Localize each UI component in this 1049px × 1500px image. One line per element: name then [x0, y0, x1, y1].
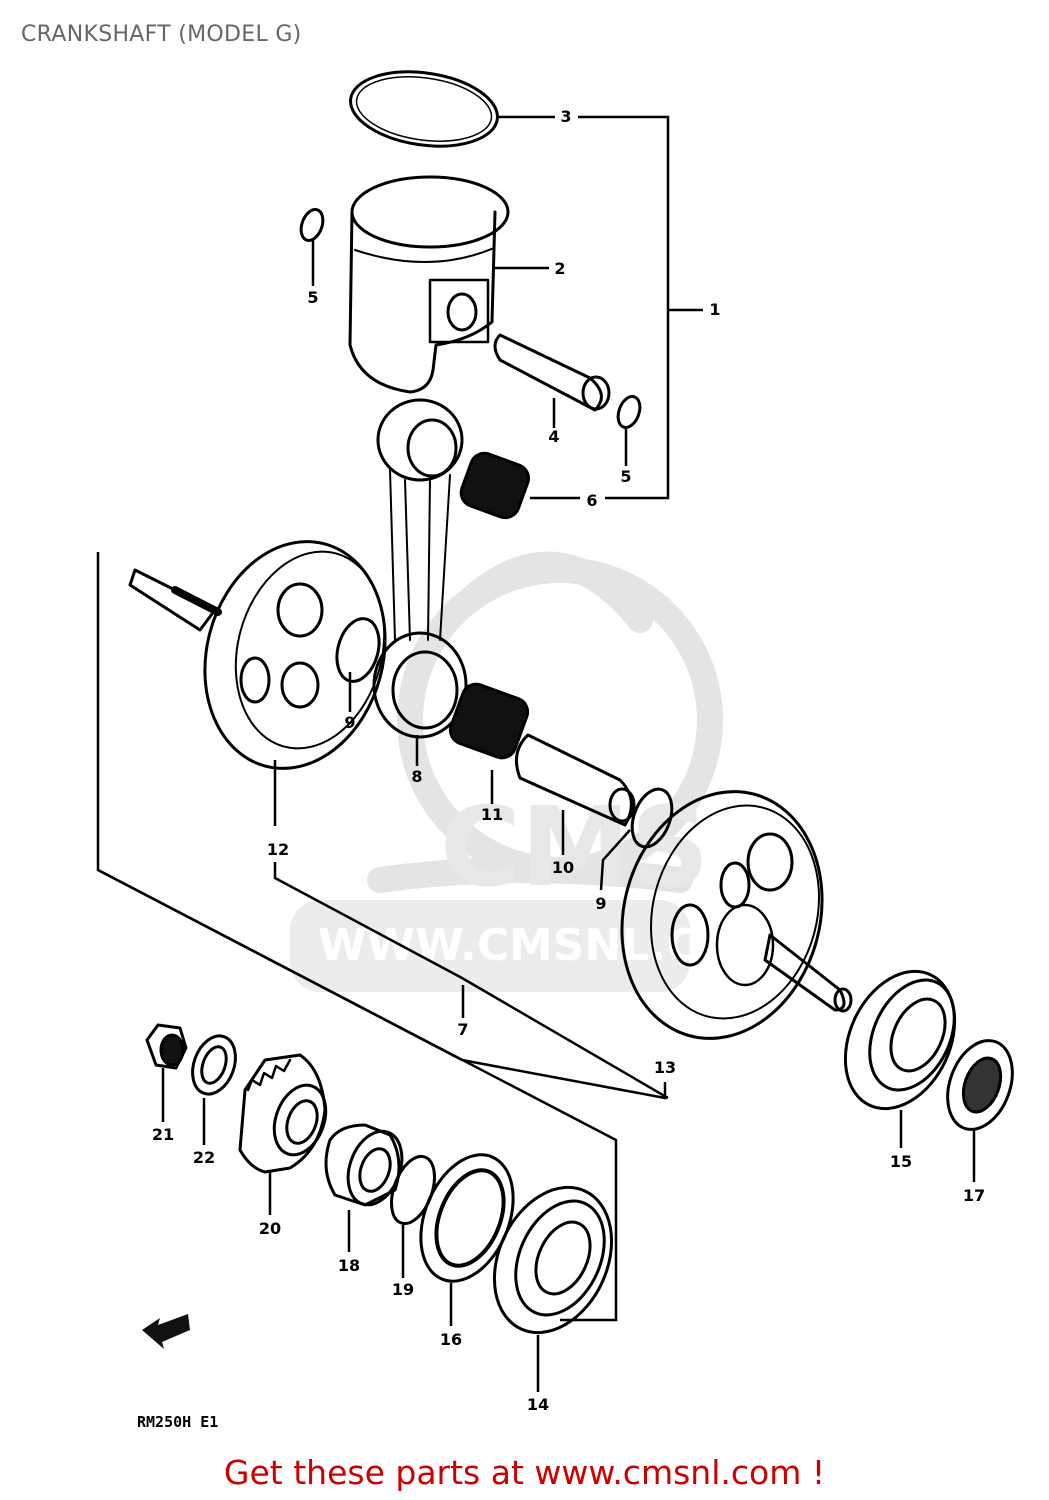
watermark-logo	[367, 551, 723, 893]
cta-banner: Get these parts at www.cmsnl.com !	[0, 1453, 1049, 1492]
piston	[348, 175, 510, 394]
part-ref-13[interactable]: 13	[653, 1058, 677, 1077]
part-ref-8[interactable]: 8	[411, 767, 423, 786]
part-ref-6[interactable]: 6	[586, 491, 598, 510]
part-ref-19[interactable]: 19	[391, 1280, 415, 1299]
oil-seal-right	[946, 1039, 1014, 1131]
small-end-bearing	[459, 451, 530, 520]
spacer	[324, 1123, 404, 1207]
primary-drive-gear	[238, 1053, 328, 1174]
part-ref-16[interactable]: 16	[439, 1330, 463, 1349]
part-ref-14[interactable]: 14	[526, 1395, 550, 1414]
part-ref-5a[interactable]: 5	[307, 288, 319, 307]
crank-pin	[514, 733, 636, 827]
part-ref-5b[interactable]: 5	[620, 467, 632, 486]
nut	[145, 1023, 188, 1070]
part-ref-10[interactable]: 10	[551, 858, 575, 877]
big-end-bearing	[448, 682, 530, 760]
front-direction-arrow-icon	[142, 1314, 190, 1349]
part-ref-17[interactable]: 17	[962, 1186, 986, 1205]
piston-ring	[349, 70, 499, 148]
leader-lines	[96, 115, 976, 1392]
part-ref-11[interactable]: 11	[480, 805, 504, 824]
watermark-cms-text: CMS	[440, 783, 709, 911]
part-ref-2[interactable]: 2	[554, 259, 566, 278]
page-title: CRANKSHAFT (MODEL G)	[21, 22, 302, 47]
cta-link[interactable]: Get these parts at www.cmsnl.com !	[223, 1453, 826, 1492]
bearing-left	[492, 1185, 614, 1335]
part-ref-20[interactable]: 20	[258, 1219, 282, 1238]
washer	[191, 1034, 237, 1096]
part-ref-18[interactable]: 18	[337, 1256, 361, 1275]
part-ref-3[interactable]: 3	[560, 107, 572, 126]
crankshaft-right	[620, 790, 853, 1040]
diagram-code: RM250H E1	[137, 1413, 219, 1431]
part-ref-21[interactable]: 21	[151, 1125, 175, 1144]
part-ref-7[interactable]: 7	[457, 1020, 469, 1039]
part-ref-9b[interactable]: 9	[595, 894, 607, 913]
circlip-left	[299, 208, 325, 242]
part-ref-1[interactable]: 1	[709, 300, 721, 319]
part-ref-12[interactable]: 12	[266, 840, 290, 859]
watermark-url-bar	[290, 900, 690, 992]
bearing-right	[843, 969, 957, 1111]
part-ref-22[interactable]: 22	[192, 1148, 216, 1167]
thrust-washer-right	[630, 787, 674, 849]
part-ref-15[interactable]: 15	[889, 1152, 913, 1171]
piston-pin	[493, 333, 611, 412]
oil-seal-left	[419, 1153, 515, 1283]
circlip-right	[616, 395, 642, 429]
crankshaft-left	[128, 540, 387, 770]
part-ref-4[interactable]: 4	[548, 427, 560, 446]
part-ref-9a[interactable]: 9	[344, 713, 356, 732]
watermark-url-text: WWW.CMSNL.COM	[318, 920, 780, 971]
